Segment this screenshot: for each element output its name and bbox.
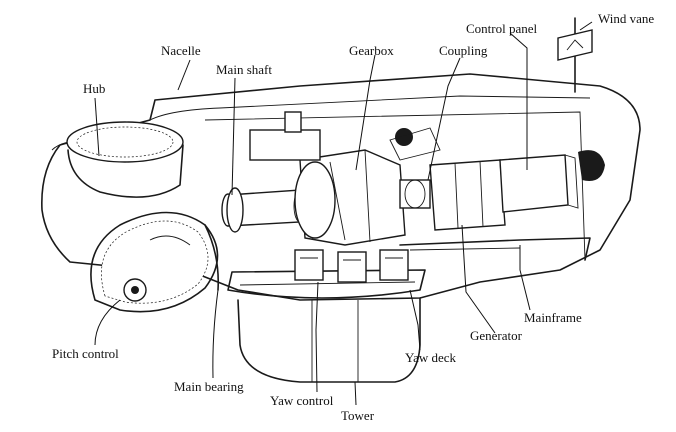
leader-lines bbox=[94, 21, 593, 406]
main-shaft-label: Main shaft bbox=[216, 62, 272, 77]
main-bearing-label: Main bearing bbox=[174, 379, 244, 394]
yaw-control bbox=[294, 249, 409, 283]
yaw-deck bbox=[227, 269, 426, 299]
coupling-label: Coupling bbox=[439, 43, 488, 58]
mainframe bbox=[399, 237, 591, 261]
main-bearing bbox=[204, 187, 244, 291]
yaw-deck-label: Yaw deck bbox=[405, 350, 457, 365]
hub-label: Hub bbox=[83, 81, 106, 96]
hub bbox=[66, 121, 184, 198]
pitch-control-label: Pitch control bbox=[52, 346, 119, 361]
gearbox bbox=[249, 111, 406, 246]
generator bbox=[429, 159, 506, 231]
nacelle-label: Nacelle bbox=[161, 43, 201, 58]
yaw-control-label: Yaw control bbox=[270, 393, 334, 408]
tower-label: Tower bbox=[341, 408, 375, 423]
wind-vane bbox=[557, 17, 593, 93]
control-panel-label: Control panel bbox=[466, 21, 538, 36]
mainframe-label: Mainframe bbox=[524, 310, 582, 325]
gearbox-label: Gearbox bbox=[349, 43, 394, 58]
control-panel bbox=[499, 150, 605, 213]
pitch-control-ring bbox=[90, 211, 219, 313]
generator-label: Generator bbox=[470, 328, 522, 343]
wind-vane-label: Wind vane bbox=[598, 11, 655, 26]
coupling bbox=[389, 127, 441, 209]
tower bbox=[237, 297, 421, 383]
